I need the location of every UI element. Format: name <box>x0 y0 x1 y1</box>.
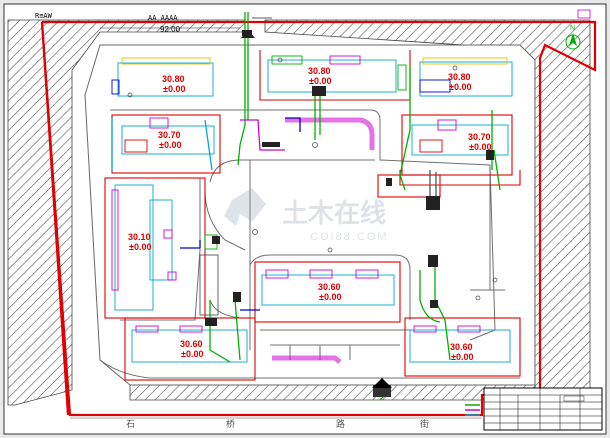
svg-text:30.10: 30.10 <box>128 232 151 242</box>
svg-text:30.70: 30.70 <box>158 130 181 140</box>
svg-text:30.60: 30.60 <box>450 342 473 352</box>
svg-text:30.60: 30.60 <box>180 339 203 349</box>
svg-text:±0.00: ±0.00 <box>469 142 491 152</box>
watermark-url: COI88.COM <box>310 231 389 243</box>
svg-text:路: 路 <box>336 418 345 429</box>
site-boundary-line <box>40 20 597 417</box>
north-arrow-icon: N <box>565 25 581 50</box>
building-label-b2: 30.80±0.00 <box>308 66 331 86</box>
svg-text:30.60: 30.60 <box>318 282 341 292</box>
building-label-b3: 30.80±0.00 <box>448 72 471 92</box>
svg-text:30.80: 30.80 <box>448 72 471 82</box>
top-dimension: 92.00 <box>160 25 181 34</box>
svg-text:桥: 桥 <box>226 418 235 429</box>
site-area <box>84 44 536 386</box>
building-zone-outlines <box>104 50 521 381</box>
title-block <box>483 387 603 431</box>
svg-text:±0.00: ±0.00 <box>163 84 185 94</box>
svg-text:±0.00: ±0.00 <box>319 292 341 302</box>
svg-text:30.80: 30.80 <box>308 66 331 76</box>
svg-text:30.70: 30.70 <box>468 132 491 142</box>
building-label-b7: 30.60±0.00 <box>318 282 341 302</box>
svg-text:±0.00: ±0.00 <box>159 140 181 150</box>
building-label-b5: 30.70±0.00 <box>468 132 491 152</box>
building-label-b8: 30.60±0.00 <box>180 339 203 359</box>
street-name: 石 桥 路 街 <box>126 418 429 429</box>
svg-text:N: N <box>570 25 575 32</box>
svg-text:±0.00: ±0.00 <box>449 82 471 92</box>
site-entrance-marker <box>372 378 392 397</box>
building-label-b1: 30.80±0.00 <box>162 74 185 94</box>
legend <box>465 404 480 416</box>
svg-text:±0.00: ±0.00 <box>181 349 203 359</box>
building-labels: 30.80±0.00 30.80±0.00 30.80±0.00 30.70±0… <box>128 66 491 362</box>
svg-text:±0.00: ±0.00 <box>451 352 473 362</box>
svg-text:±0.00: ±0.00 <box>309 76 331 86</box>
building-footprints <box>111 55 513 363</box>
svg-text:街: 街 <box>420 418 429 429</box>
building-label-b4: 30.70±0.00 <box>158 130 181 150</box>
watermark-brand: 土木在线 <box>282 198 386 228</box>
building-label-b9: 30.60±0.00 <box>450 342 473 362</box>
svg-text:±0.00: ±0.00 <box>129 242 151 252</box>
corner-label: R≡AW <box>35 12 53 20</box>
valve-clusters <box>205 30 494 386</box>
watermark: 土木在线 COI88.COM <box>224 188 389 243</box>
top-label: AA AAAA <box>148 14 178 22</box>
svg-text:石: 石 <box>126 419 135 429</box>
node-markers <box>127 57 498 301</box>
building-label-b6: 30.10±0.00 <box>128 232 151 252</box>
svg-text:30.80: 30.80 <box>162 74 185 84</box>
